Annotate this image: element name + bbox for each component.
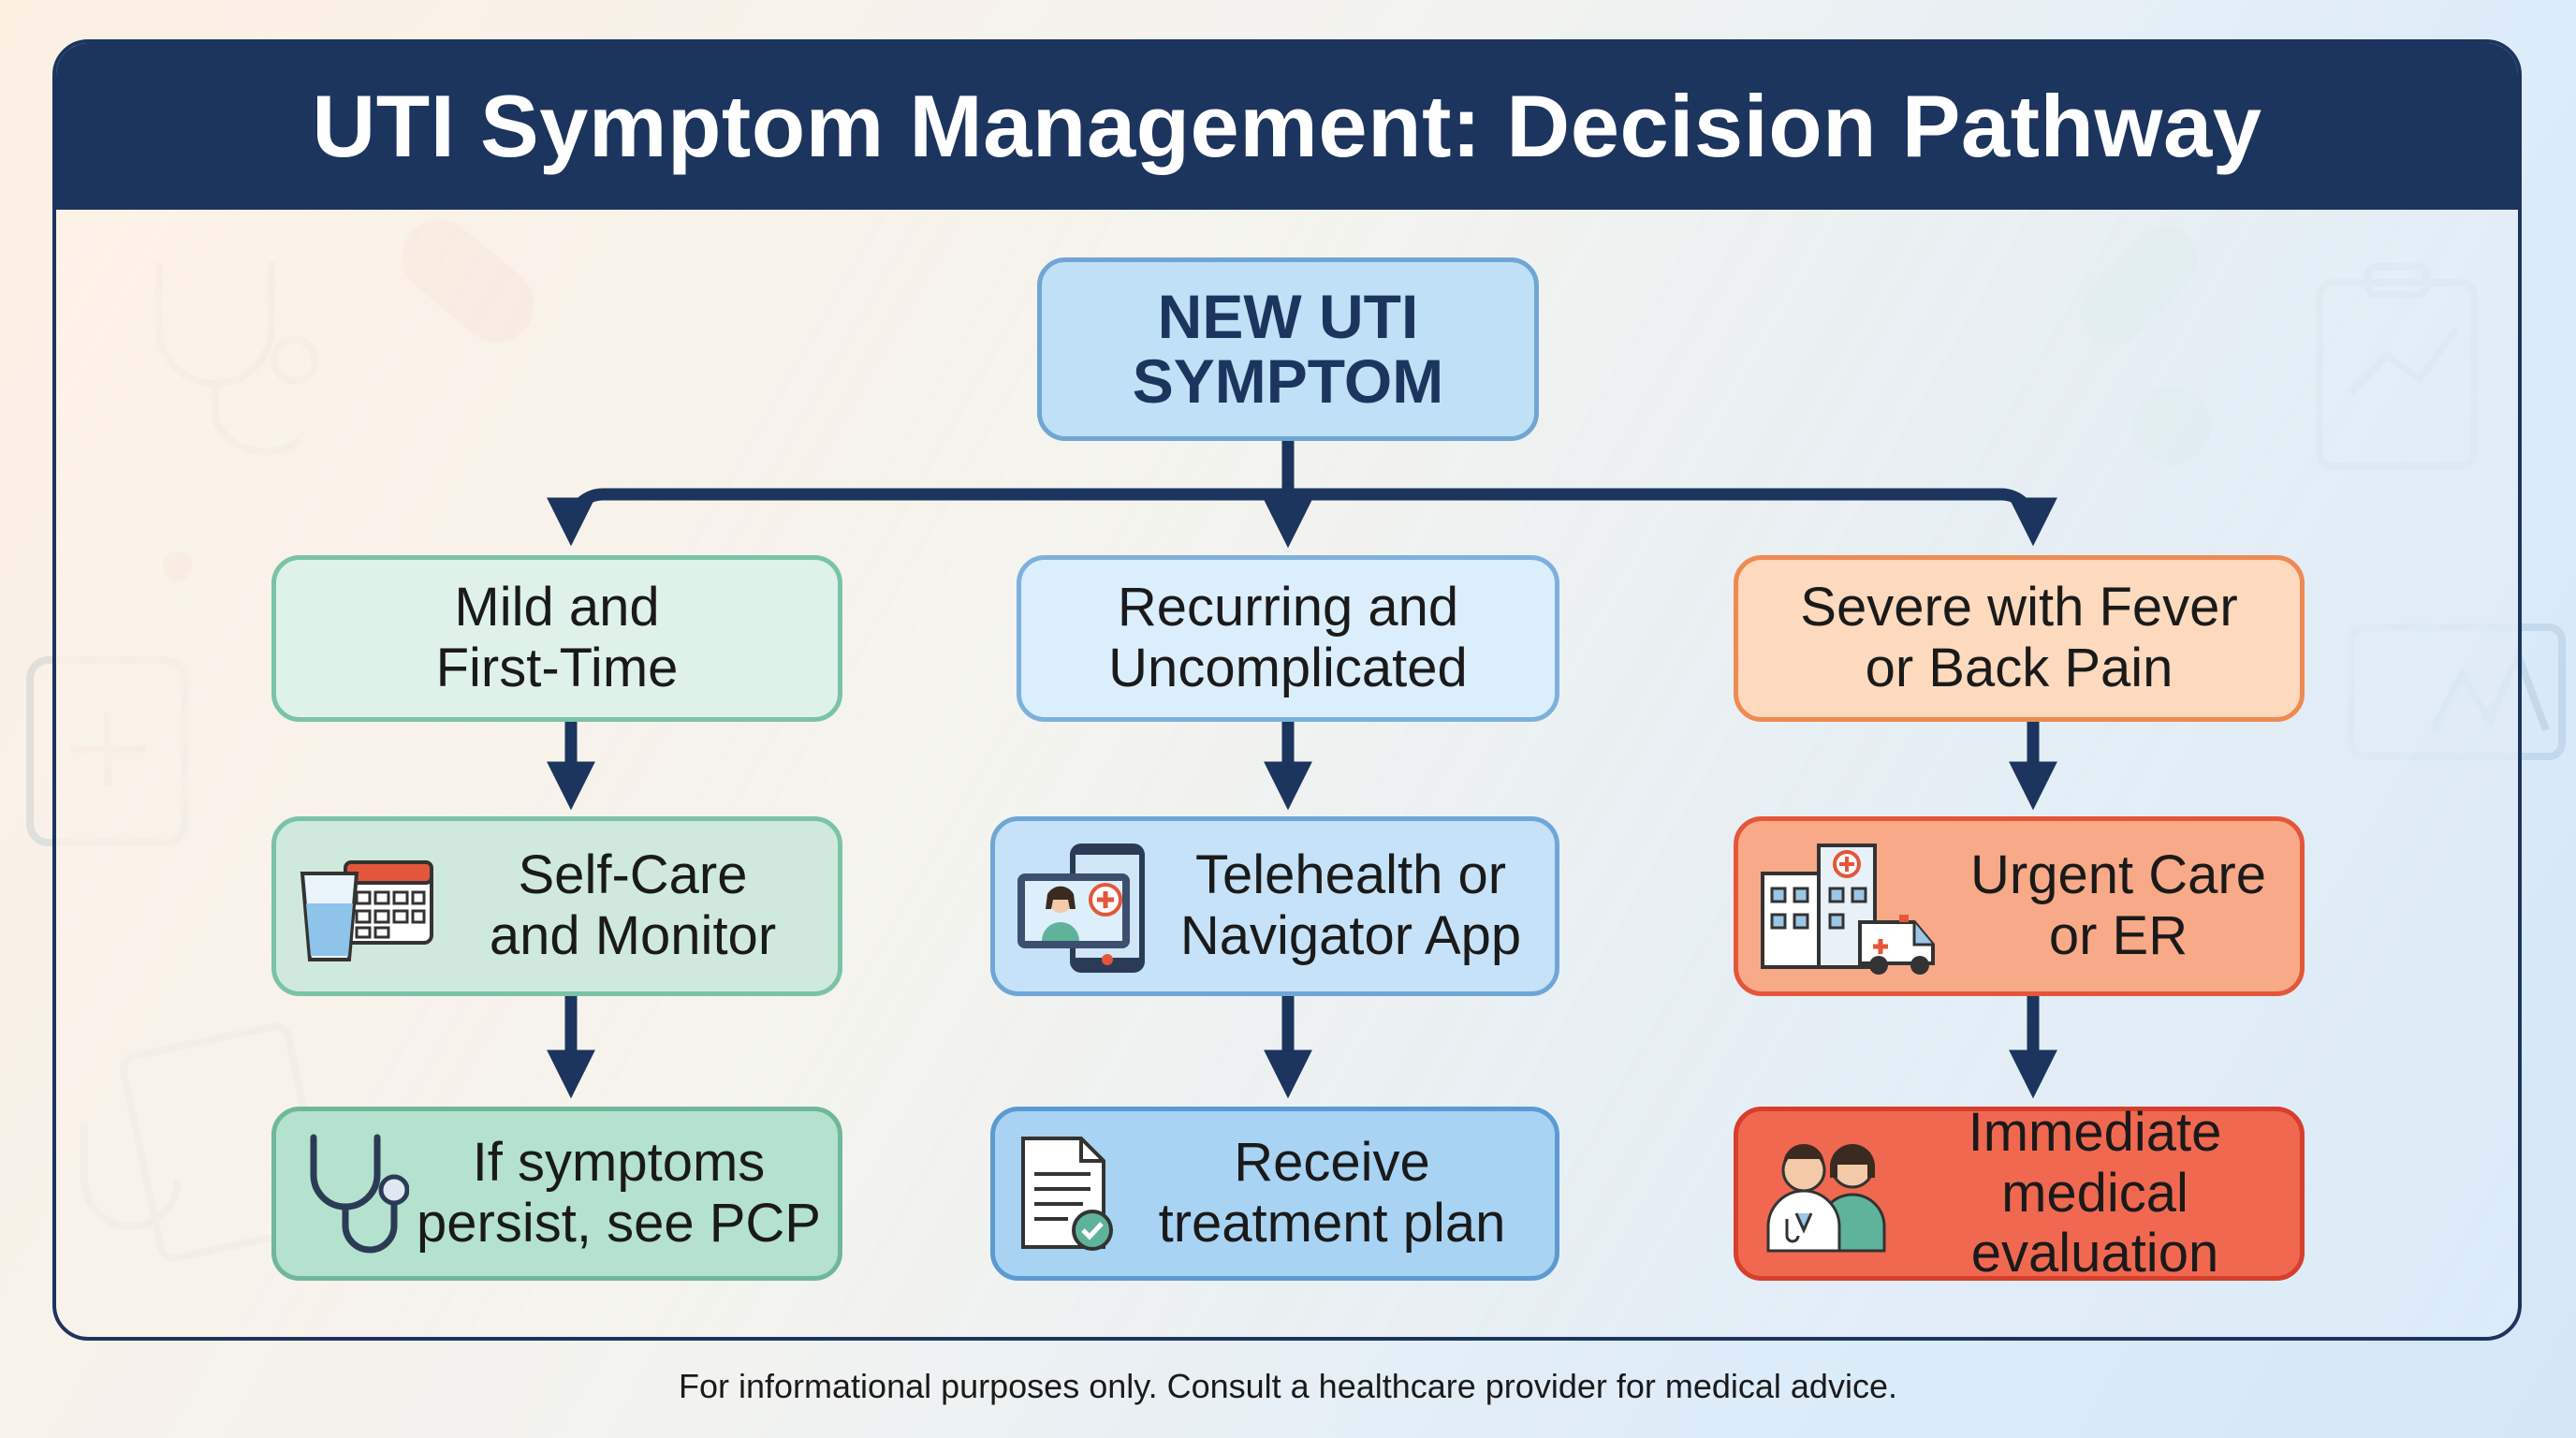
action-node-self-care: Self-Care and Monitor	[271, 816, 842, 996]
telehealth-tablet-icon	[1017, 844, 1145, 973]
action-label: Telehealth or Navigator App	[1179, 844, 1522, 966]
outcome-node-treatment-plan: Receive treatment plan	[990, 1107, 1559, 1281]
condition-node-severe: Severe with Fever or Back Pain	[1734, 555, 2305, 722]
disclaimer-footer: For informational purposes only. Consult…	[679, 1367, 1897, 1405]
document-check-icon	[1021, 1137, 1113, 1251]
stethoscope-icon	[310, 1134, 409, 1254]
outcome-node-medical-evaluation: Immediate medical evaluation	[1734, 1102, 2305, 1284]
connector-branch-right	[1288, 488, 2040, 527]
hospital-ambulance-icon	[1761, 844, 1935, 975]
root-node-new-symptom: NEW UTI SYMPTOM	[1037, 257, 1539, 441]
outcome-label: Immediate medical evaluation	[1968, 1101, 2222, 1284]
condition-label: Recurring and Uncomplicated	[1108, 577, 1468, 698]
title-bar: UTI Symptom Management: Decision Pathway	[56, 43, 2518, 210]
root-node-label: NEW UTI SYMPTOM	[1132, 281, 1444, 416]
condition-node-recurring: Recurring and Uncomplicated	[1017, 555, 1559, 722]
outcome-label: Receive treatment plan	[1158, 1132, 1506, 1254]
condition-node-mild: Mild and First-Time	[271, 555, 842, 722]
connector-branch-bar	[564, 488, 1288, 527]
outcome-node-see-pcp: If symptoms persist, see PCP	[271, 1107, 842, 1281]
action-label: Urgent Care or ER	[1970, 844, 2266, 966]
action-node-urgent-care: Urgent Care or ER	[1734, 816, 2305, 996]
page-title: UTI Symptom Management: Decision Pathway	[312, 77, 2262, 175]
condition-label: Mild and First-Time	[435, 577, 679, 698]
water-glass-calendar-icon	[300, 860, 433, 961]
condition-label: Severe with Fever or Back Pain	[1800, 577, 2238, 698]
action-node-telehealth: Telehealth or Navigator App	[990, 816, 1559, 996]
outcome-label: If symptoms persist, see PCP	[417, 1132, 821, 1254]
medical-staff-icon	[1766, 1144, 1886, 1253]
action-label: Self-Care and Monitor	[489, 844, 777, 966]
